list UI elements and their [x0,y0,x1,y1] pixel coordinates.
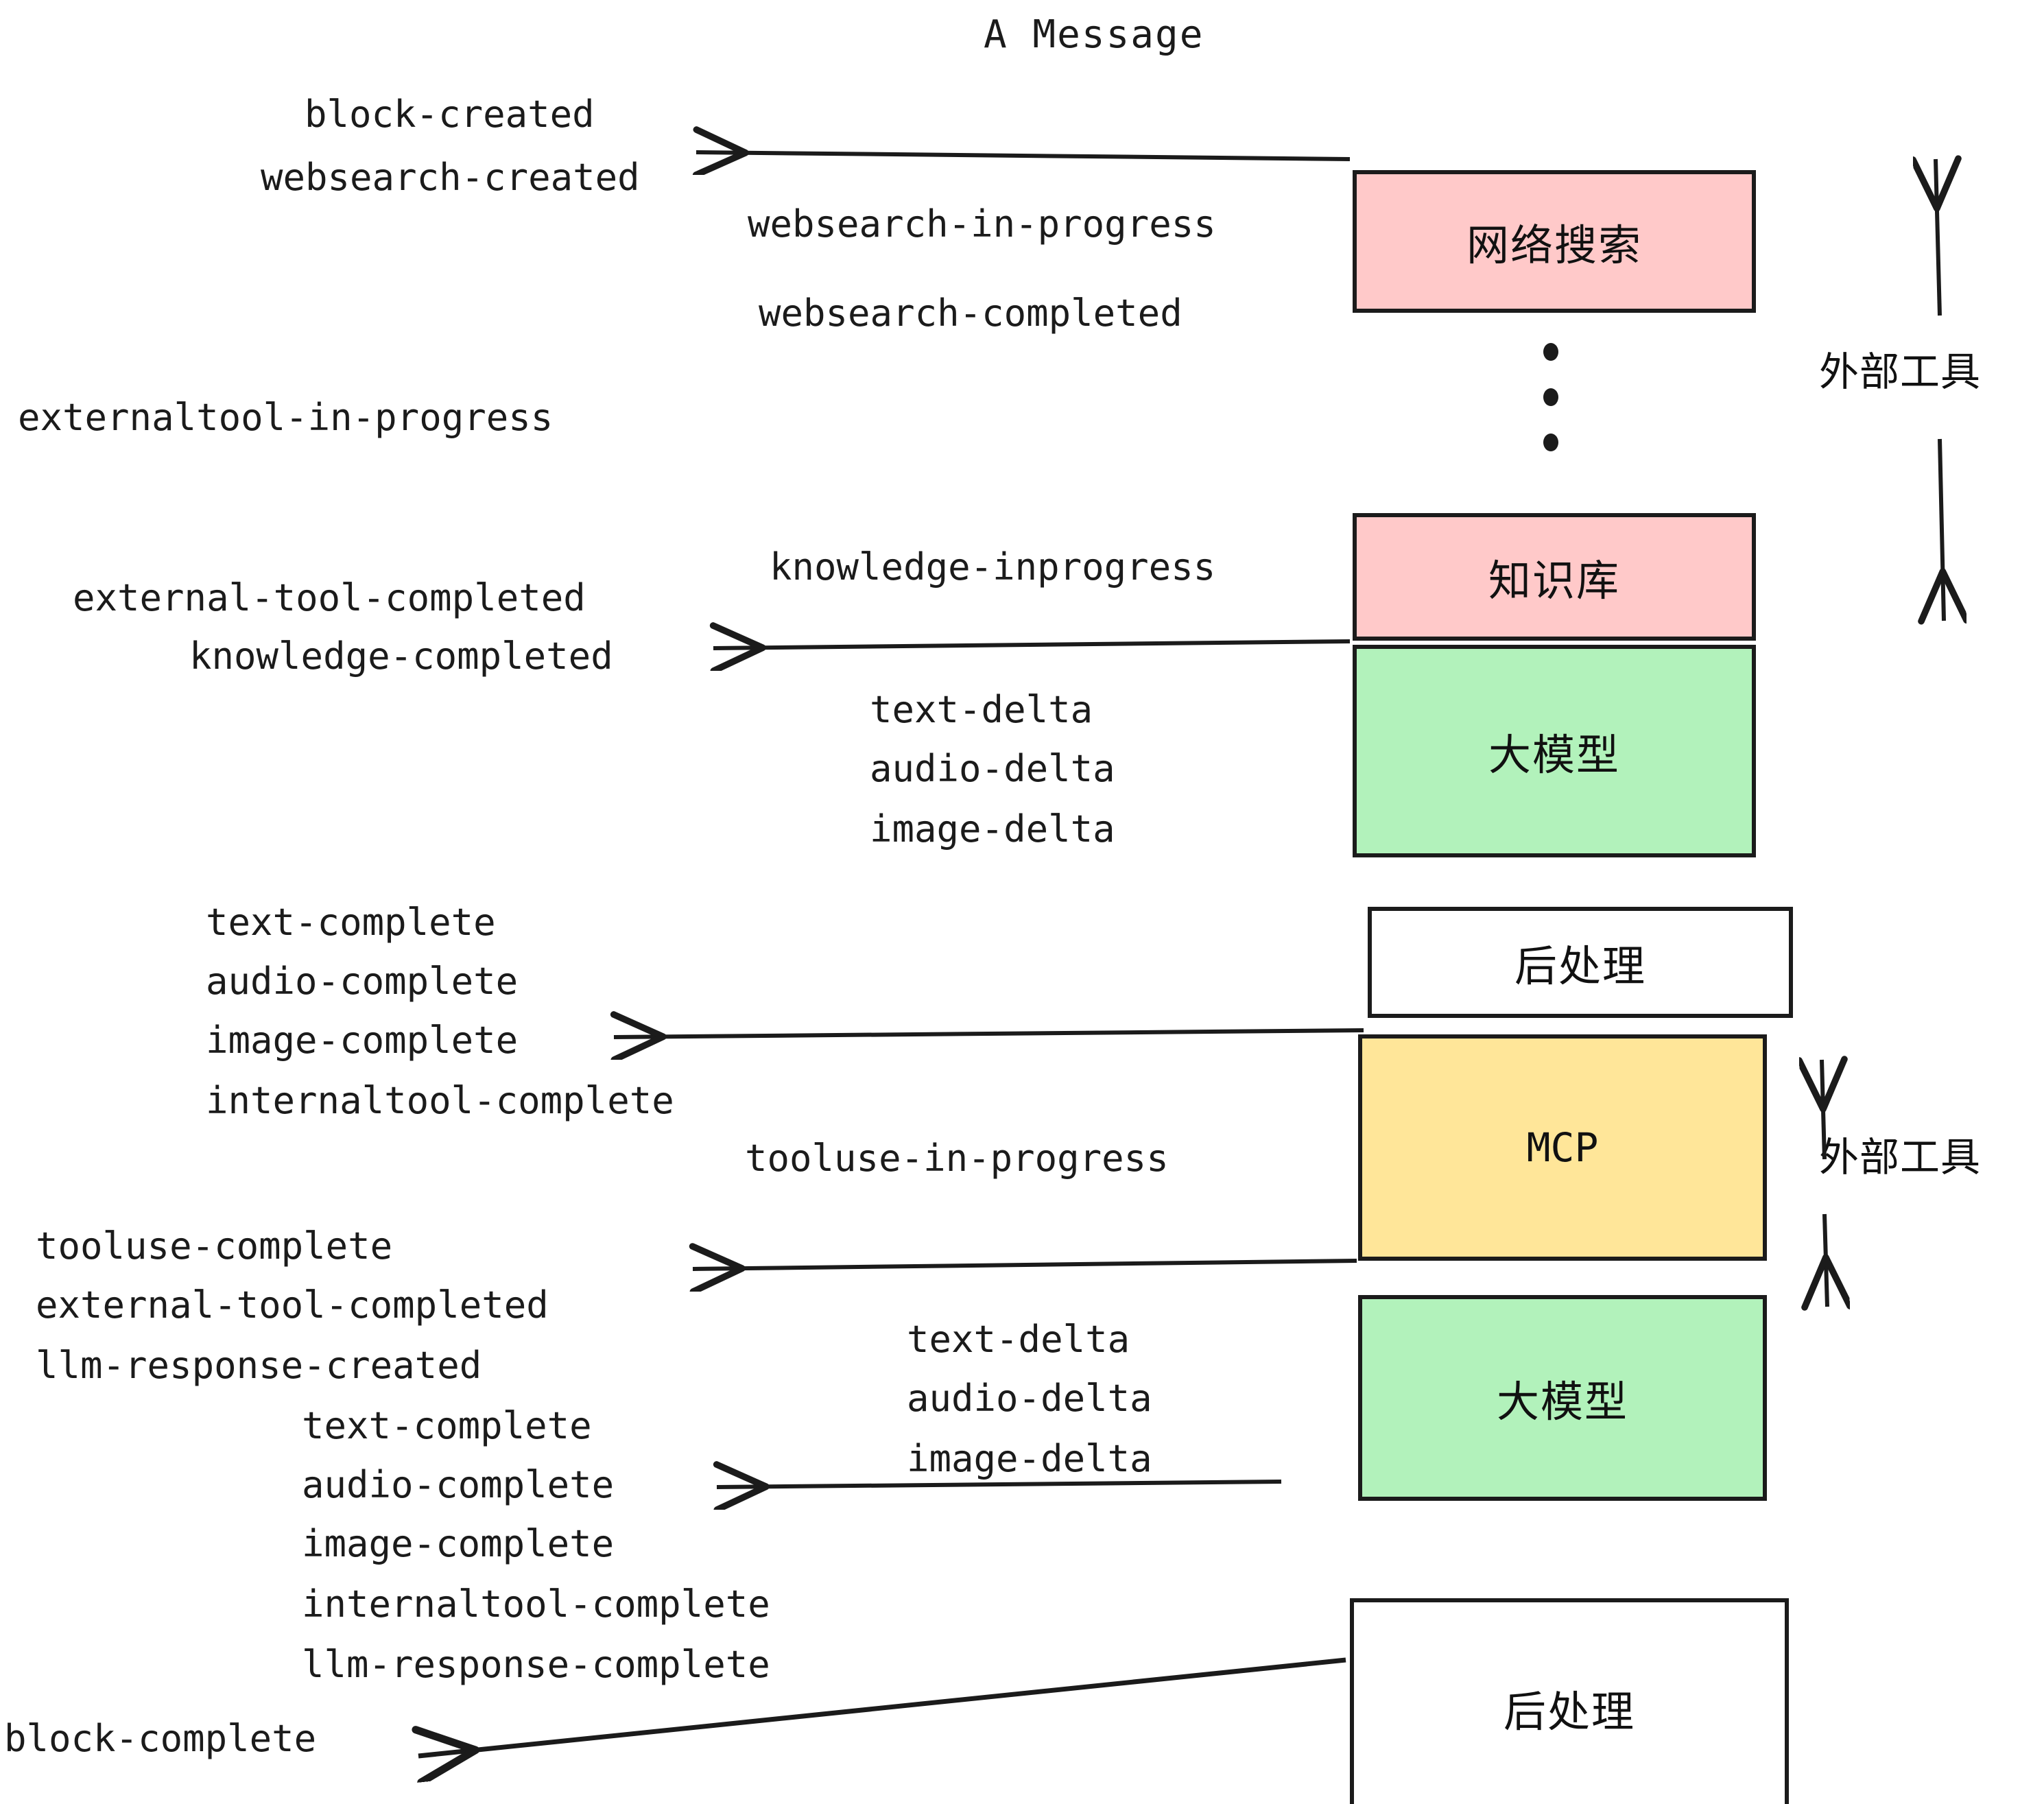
diagram-title: A Message [984,12,1204,57]
node-knowledge-base[interactable]: 知识库 [1353,513,1756,641]
node-web-search[interactable]: 网络搜索 [1353,170,1756,313]
event-label-block-complete: block-complete [4,1717,317,1760]
arrow-external-tool-down-top [1940,438,1944,621]
node-knowledge-base-label: 知识库 [1488,556,1620,606]
event-label-websearch-in-progress: websearch-in-progress [748,202,1216,246]
event-label-image-complete-2: image-complete [302,1522,615,1565]
event-label-image-delta-1: image-delta [870,807,1115,851]
node-llm-second[interactable]: 大模型 [1358,1295,1767,1501]
ellipsis-dot-icon [1543,388,1558,406]
node-postprocess-first[interactable]: 后处理 [1368,907,1793,1018]
event-label-text-delta-1: text-delta [870,688,1093,731]
arrow-llm-to-audio-complete [717,1482,1282,1487]
arrow-external-tool-up-top [1936,159,1940,316]
annotation-external-tool-top: 外部工具 [1819,348,1982,395]
arrow-postprocess-to-image-complete [614,1030,1364,1037]
event-label-websearch-completed: websearch-completed [759,292,1183,335]
node-postprocess-first-label: 后处理 [1514,941,1646,991]
event-label-internaltool-complete-2: internaltool-complete [302,1582,770,1626]
event-label-audio-complete-2: audio-complete [302,1463,615,1506]
node-web-search-label: 网络搜索 [1466,220,1642,270]
event-label-block-created: block-created [305,93,595,136]
event-label-audio-delta-2: audio-delta [907,1377,1152,1420]
event-label-llm-response-complete: llm-response-complete [302,1643,770,1686]
event-label-text-complete-1: text-complete [206,901,496,944]
annotation-external-tool-bottom: 外部工具 [1819,1134,1982,1180]
event-label-llm-response-created: llm-response-created [36,1344,482,1387]
node-postprocess-second[interactable]: 后处理 [1350,1598,1789,1804]
event-label-internaltool-complete-1: internaltool-complete [206,1079,674,1122]
node-llm-first-label: 大模型 [1488,730,1620,780]
event-label-tooluse-in-progress: tooluse-in-progress [745,1137,1169,1180]
event-label-external-tool-completed-1: external-tool-completed [73,576,586,619]
arrow-external-tool-down-bottom [1825,1213,1827,1307]
event-label-audio-complete-1: audio-complete [206,960,519,1003]
node-mcp-label: MCP [1526,1124,1599,1171]
event-label-websearch-created: websearch-created [261,156,640,199]
node-postprocess-second-label: 后处理 [1503,1687,1635,1737]
event-label-image-delta-2: image-delta [907,1437,1152,1480]
arrow-mcp-to-tooluse-complete [693,1261,1357,1269]
event-label-knowledge-completed: knowledge-completed [189,634,613,678]
node-llm-first[interactable]: 大模型 [1353,645,1756,857]
event-label-knowledge-inprogress: knowledge-inprogress [770,545,1216,589]
arrow-knowledge-to-completed [713,641,1351,648]
event-label-external-tool-completed-2: external-tool-completed [36,1283,549,1327]
event-label-audio-delta-1: audio-delta [870,747,1115,790]
node-llm-second-label: 大模型 [1496,1377,1628,1427]
event-label-text-complete-2: text-complete [302,1404,592,1447]
event-label-text-delta-2: text-delta [907,1318,1130,1361]
event-label-tooluse-complete: tooluse-complete [36,1224,393,1268]
event-label-externaltool-in-progress: externaltool-in-progress [18,396,554,439]
node-mcp[interactable]: MCP [1358,1034,1767,1261]
arrow-websearch-to-created [696,152,1351,159]
ellipsis-dot-icon [1543,434,1558,451]
event-label-image-complete-1: image-complete [206,1019,519,1062]
ellipsis-dot-icon [1543,343,1558,361]
